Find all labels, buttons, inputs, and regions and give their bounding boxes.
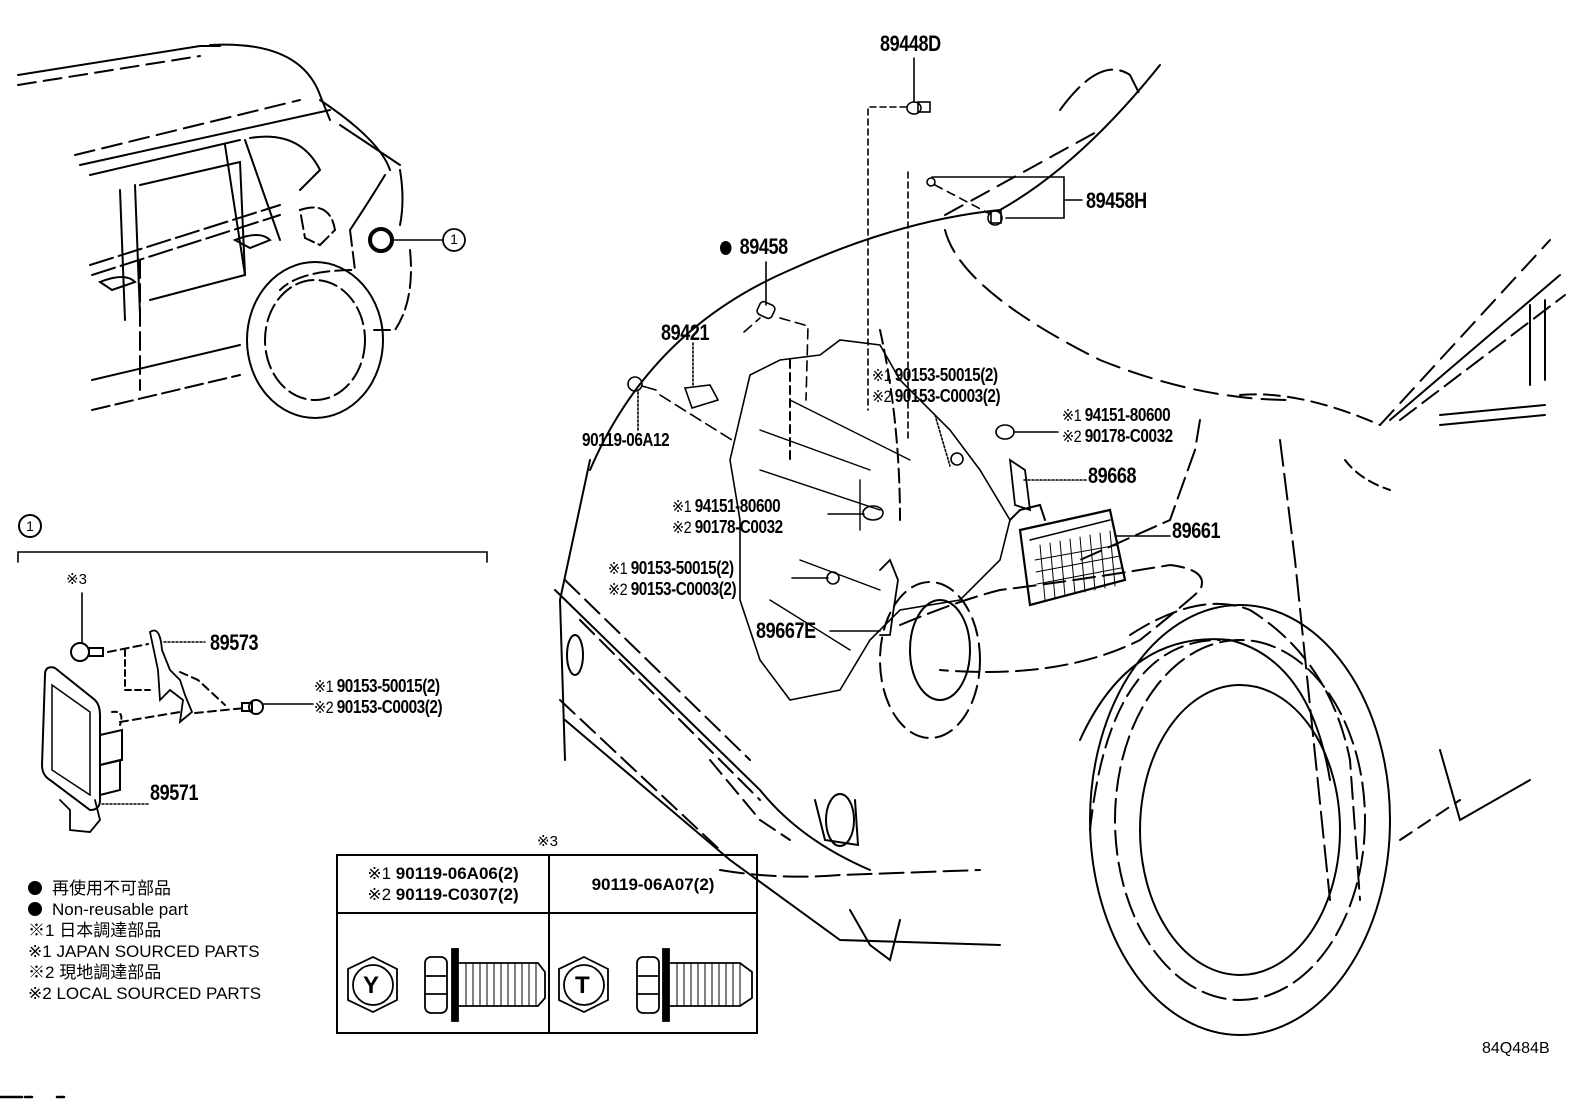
bolt-table-header-t[interactable]: 90119-06A07(2) (548, 856, 758, 912)
mark-1: ※1 (314, 677, 334, 696)
part-label-89458H[interactable]: 89458H (1086, 188, 1147, 213)
table-divider (338, 912, 756, 914)
mark-2: ※2 (1062, 427, 1082, 446)
part-label-89668[interactable]: 89668 (1088, 463, 1137, 488)
part-number: 90119-06A06(2) (395, 864, 519, 883)
part-label-89448D[interactable]: 89448D (880, 31, 941, 56)
bolt-head-letter-y: Y (363, 972, 380, 999)
legend-item: 再使用不可部品 (28, 878, 261, 899)
bolt-table: ※1 90119-06A06(2) ※2 90119-C0307(2) 9011… (336, 854, 758, 1034)
legend: 再使用不可部品 Non-reusable part ※1 日本調達部品 ※1 J… (28, 878, 261, 1004)
part-number: 90119-06A07(2) (591, 874, 715, 894)
mark-1: ※1 (672, 497, 692, 516)
legend-symbol: ※2 (28, 984, 52, 1003)
legend-item: ※2 現地調達部品 (28, 962, 261, 983)
mark-2: ※2 (367, 885, 392, 904)
part-label-89661[interactable]: 89661 (1172, 518, 1221, 543)
mark-1: ※1 (1062, 406, 1082, 425)
callout-number: 1 (18, 514, 42, 538)
part-label-89573[interactable]: 89573 (210, 630, 259, 655)
callout-number: 1 (450, 231, 458, 247)
mark-2: ※2 (672, 518, 692, 537)
part-number: 90153-C0003(2) (336, 697, 443, 717)
part-label-89667E[interactable]: 89667E (756, 618, 816, 643)
part-number: 90153-C0003(2) (630, 579, 737, 599)
mark-2: ※2 (608, 580, 628, 599)
bolt-head-letter-t: T (575, 972, 590, 999)
non-reusable-dot-icon (28, 881, 42, 895)
legend-item: ※1 日本調達部品 (28, 920, 261, 941)
part-number: 90153-50015(2) (894, 365, 998, 385)
front-vehicle-illustration (554, 64, 1566, 1036)
mark-2: ※2 (314, 698, 334, 717)
legend-text: 現地調達部品 (59, 963, 162, 982)
callout-marker-1[interactable]: 1 (444, 229, 464, 249)
legend-text: Non-reusable part (52, 900, 189, 919)
part-number: 90178-C0032 (1084, 426, 1173, 446)
detail-view-illustration (17, 551, 488, 833)
table-divider (548, 856, 550, 1032)
part-number: 90153-C0003(2) (894, 386, 1001, 406)
legend-symbol: ※1 (28, 921, 55, 940)
part-number: 90119-C0307(2) (395, 885, 519, 904)
legend-text: LOCAL SOURCED PARTS (56, 984, 262, 1003)
part-label-bolt-ref3[interactable]: ※3 (66, 571, 87, 588)
mark-2: ※2 (872, 387, 892, 406)
part-label-89421[interactable]: 89421 (661, 320, 710, 345)
legend-text: 日本調達部品 (59, 921, 162, 940)
non-reusable-dot-icon (28, 902, 42, 916)
part-number: 94151-80600 (1084, 405, 1171, 425)
legend-item: Non-reusable part (28, 899, 261, 920)
mark-1: ※1 (367, 864, 392, 883)
mark-1: ※1 (608, 559, 628, 578)
part-label-89458[interactable]: 89458 (720, 236, 788, 258)
non-reusable-dot-icon (720, 241, 732, 255)
legend-item: ※1 JAPAN SOURCED PARTS (28, 941, 261, 962)
part-label-89571[interactable]: 89571 (150, 780, 199, 805)
bolt-table-header-y[interactable]: ※1 90119-06A06(2) ※2 90119-C0307(2) (338, 856, 548, 912)
rear-vehicle-illustration (17, 43, 466, 419)
part-number: 94151-80600 (694, 496, 781, 516)
mark-1: ※1 (872, 366, 892, 385)
bolt-table-drawings (347, 948, 753, 1022)
legend-symbol: ※2 (28, 963, 55, 982)
legend-symbol: ※1 (28, 942, 52, 961)
detail-view-ref-marker: 1 (18, 514, 42, 538)
part-number: 89458 (739, 234, 789, 259)
legend-item: ※2 LOCAL SOURCED PARTS (28, 983, 261, 1004)
part-number: 90153-50015(2) (630, 558, 734, 578)
part-label-90119-06A12[interactable]: 90119-06A12 (582, 430, 670, 450)
legend-text: 再使用不可部品 (52, 879, 171, 898)
leader-lines (627, 57, 1171, 632)
drawing-code: 84Q484B (1482, 1040, 1550, 1057)
bolt-table-title: ※3 (537, 833, 558, 850)
part-number: 90153-50015(2) (336, 676, 440, 696)
legend-text: JAPAN SOURCED PARTS (56, 942, 260, 961)
part-number: 90178-C0032 (694, 517, 783, 537)
